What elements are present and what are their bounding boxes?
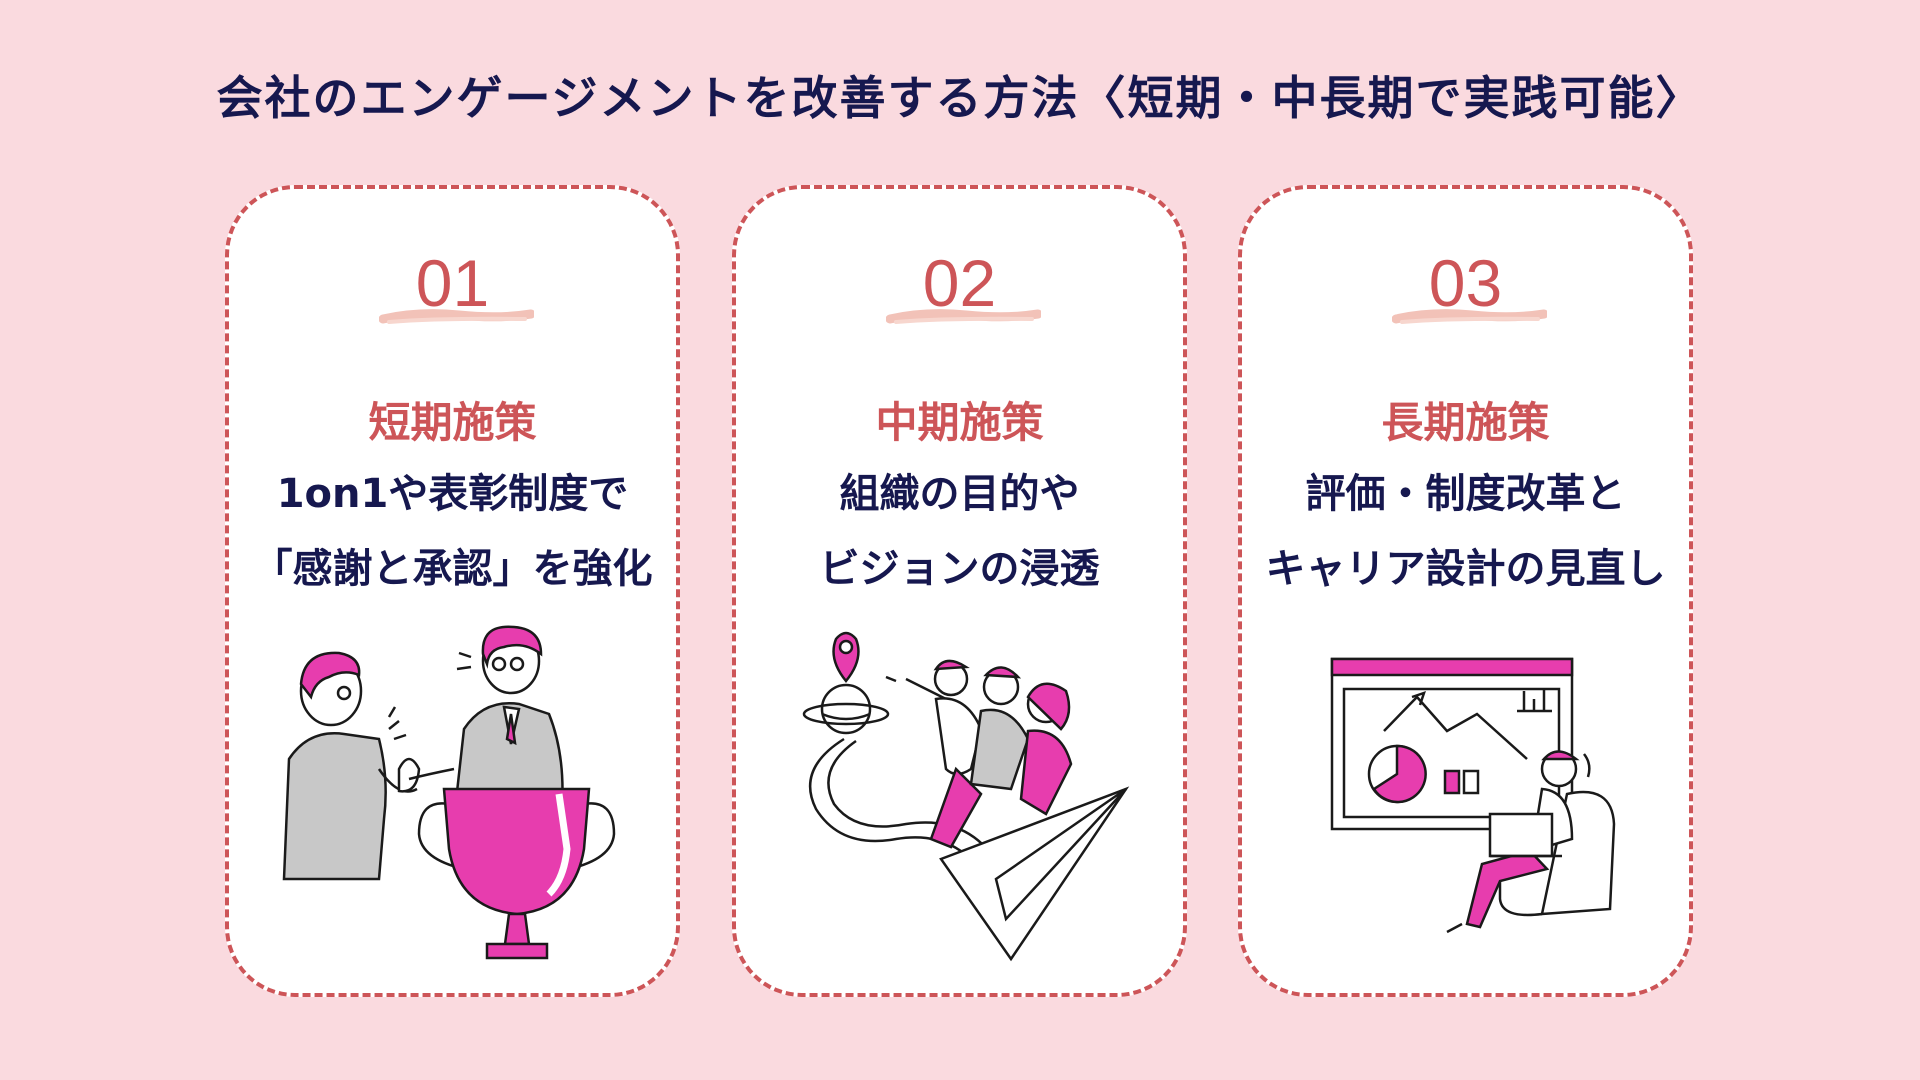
paper-plane <box>939 786 1130 962</box>
person-with-laptop <box>1446 750 1616 934</box>
number-underline-swash <box>379 309 534 324</box>
card-short-term: 01 短期施策 1on1や表彰制度で 「感謝と承認」を強化 <box>225 185 680 997</box>
team-vision-journey-illustration <box>802 631 1130 962</box>
map-pin-globe <box>802 631 890 735</box>
card-number: 02 <box>922 246 997 320</box>
card-text-line-2: キャリア設計の見直し <box>1265 546 1666 592</box>
card-number: 03 <box>1428 246 1503 320</box>
card-heading: 長期施策 <box>1381 398 1550 447</box>
career-dashboard-illustration <box>1330 657 1616 934</box>
trophy <box>417 787 616 960</box>
card-text-line-1: 評価・制度改革と <box>1305 471 1626 517</box>
number-underline-swash <box>886 309 1041 324</box>
handshake-trophy-illustration <box>282 625 616 960</box>
card-number: 01 <box>415 246 490 320</box>
card-text-line-1: 組織の目的や <box>839 471 1080 517</box>
card-text-line-1: 1on1や表彰制度で <box>276 471 629 517</box>
card-heading: 中期施策 <box>875 398 1044 447</box>
team-people <box>885 659 1073 849</box>
page-title: 会社のエンゲージメントを改善する方法〈短期・中長期で実践可能〉 <box>216 71 1704 125</box>
card-heading: 短期施策 <box>368 398 537 447</box>
card-text-line-2: ビジョンの浸透 <box>819 546 1100 592</box>
card-mid-term: 02 中期施策 組織の目的や ビジョンの浸透 <box>732 185 1187 997</box>
number-underline-swash <box>1392 309 1547 324</box>
person-left <box>282 651 421 881</box>
card-long-term: 03 長期施策 評価・制度改革と キャリア設計の見直し <box>1238 185 1693 997</box>
card-text-line-2: 「感謝と承認」を強化 <box>252 546 653 592</box>
dashboard-screen <box>1330 657 1574 831</box>
